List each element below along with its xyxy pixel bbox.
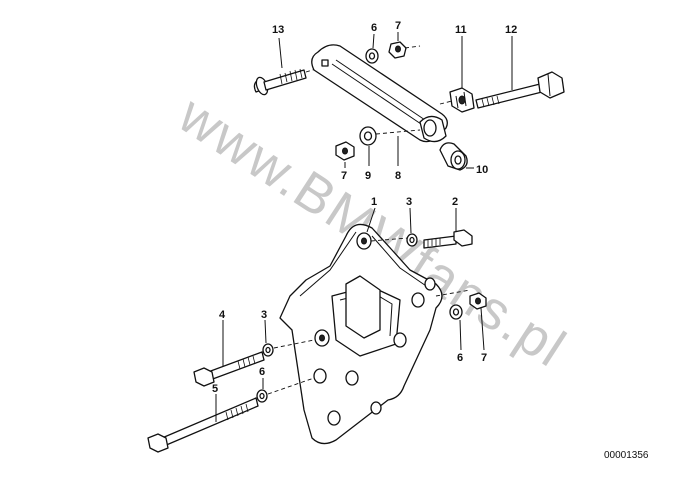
callout-9: 9	[365, 170, 371, 182]
diagram-reference-number: 00001356	[604, 450, 649, 461]
callout-1: 1	[371, 196, 377, 208]
callout-4: 4	[219, 309, 226, 321]
bolt-4	[193, 351, 265, 387]
callout-3: 3	[261, 309, 267, 321]
nut-7-mid	[335, 141, 355, 161]
callout-7: 7	[341, 170, 347, 182]
callout-2: 2	[452, 196, 458, 208]
washer-6-left	[256, 377, 315, 403]
callout-6: 6	[457, 352, 463, 364]
bolt-5	[147, 397, 259, 453]
callout-8: 8	[395, 170, 401, 182]
bolt-12	[475, 71, 565, 109]
nut-7-top	[388, 41, 421, 59]
callout-13: 13	[272, 24, 284, 36]
callout-labels: 13 6 7 11 12 7 9 8 10 1 3 2 4 3 6 5 6 7	[212, 20, 517, 395]
callout-7: 7	[395, 20, 401, 32]
bracket-1	[279, 223, 471, 445]
nut-7-right	[469, 292, 487, 310]
callout-5: 5	[212, 383, 218, 395]
nut-11	[439, 87, 475, 113]
callout-11: 11	[455, 24, 467, 36]
bolt-13	[253, 65, 326, 96]
bushing-10	[439, 142, 468, 171]
tension-strap-8	[311, 44, 448, 143]
washer-3-left	[262, 339, 315, 357]
callout-6: 6	[371, 22, 377, 34]
washer-9	[359, 126, 421, 146]
callout-10: 10	[476, 164, 488, 176]
washer-6-right	[449, 304, 463, 320]
callout-12: 12	[505, 24, 517, 36]
callout-3: 3	[406, 196, 412, 208]
callout-6: 6	[259, 366, 265, 378]
bolt-2	[423, 229, 473, 249]
callout-7: 7	[481, 352, 487, 364]
washer-6-top	[365, 48, 379, 64]
washer-3-right	[406, 233, 418, 247]
leader-lines	[215, 32, 513, 422]
